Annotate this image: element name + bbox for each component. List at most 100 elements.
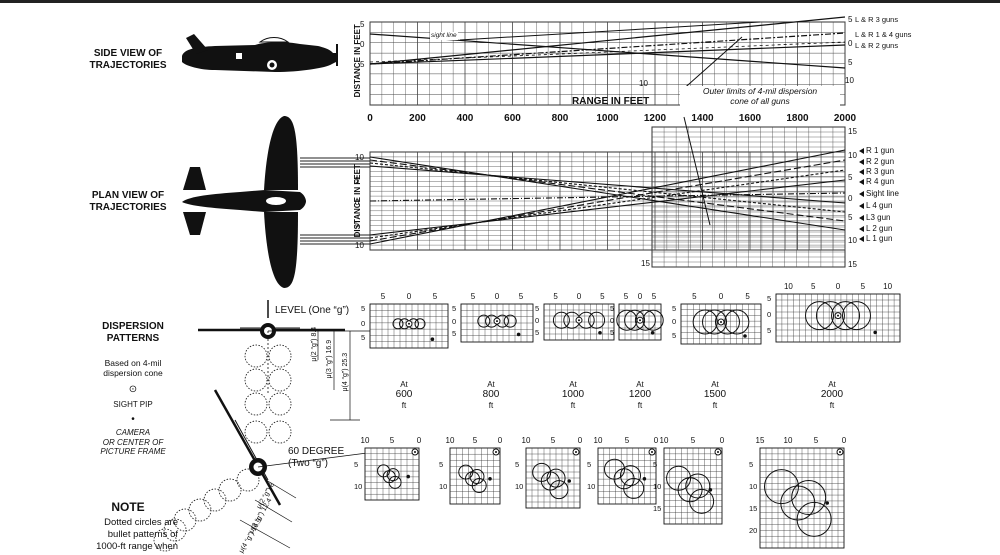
range-tick: 1400	[691, 113, 714, 124]
sixty-grid-tick: 5	[389, 436, 395, 445]
level-dotted-circle	[244, 420, 268, 444]
plan-left-tick: 10	[355, 153, 364, 162]
level-grid-1200	[616, 303, 664, 341]
note-line1: Dotted circles are	[104, 517, 178, 528]
sixty-grid-tick: 5	[624, 436, 630, 445]
sight-line	[369, 41, 846, 63]
level-grid-1000	[543, 303, 615, 341]
sixty-grid-side-tick: 10	[354, 482, 363, 491]
sixty-pattern-circle	[763, 469, 799, 505]
sixty-grid-tick: 10	[445, 436, 455, 445]
note-title: NOTE	[111, 500, 145, 514]
range-value: 1500	[703, 389, 727, 400]
aircraft-plan-view	[182, 116, 306, 288]
range-tick: 1200	[643, 113, 667, 124]
range-tick: 1000	[596, 113, 619, 124]
plan-gun-label: L3 gun	[866, 213, 891, 222]
sixty-dotted-circle	[236, 468, 260, 492]
level-grid-side-tick: 5	[535, 328, 540, 337]
level-dotted-circle	[268, 420, 292, 444]
sixty-grid-tick: 10	[659, 436, 669, 445]
level-pattern-circle	[552, 311, 570, 329]
side-extra-tick: 10	[639, 79, 648, 88]
level-pattern-circle	[815, 301, 845, 331]
level-grid-tick: 5	[692, 292, 697, 301]
level-grid-side-tick: 0	[361, 318, 366, 328]
level-grid-tick: 5	[600, 292, 605, 301]
level-grid-tick: 0	[835, 282, 841, 291]
level-grid-side-tick: 5	[452, 329, 457, 339]
level-pattern-circle	[841, 301, 871, 331]
dispersion-title: DISPERSION PATTERNS	[88, 321, 178, 344]
sixty-pattern-circle	[620, 465, 641, 487]
sixty-grid-side-tick: 5	[515, 460, 520, 469]
level-grid-tick: 5	[432, 292, 438, 301]
level-pattern-circle	[588, 311, 606, 329]
range-tick: 600	[504, 113, 521, 124]
sixty-pattern-circle	[780, 485, 816, 521]
sixty-grid-tick: 0	[497, 436, 503, 445]
aircraft-front-level	[198, 300, 375, 395]
level-grid-tick: 5	[553, 292, 558, 301]
side-view-title-line1: SIDE VIEW OF	[93, 48, 163, 59]
sixty-grid-tick: 10	[593, 436, 603, 445]
side-left-tick-2: 5	[360, 60, 365, 69]
level-grid-side-tick: 0	[767, 310, 772, 319]
plan-label-arrow	[859, 159, 864, 165]
plan-gun-label: Sight line	[866, 189, 899, 198]
range-tick: 400	[456, 113, 474, 124]
range-tick: 200	[409, 113, 426, 124]
sixty-grid-tick: 5	[813, 436, 819, 445]
dispersion-subtitle-line1: Based on 4-mil	[104, 358, 162, 368]
level-grid-side-tick: 5	[610, 304, 615, 313]
dispersion-title-line1: DISPERSION	[102, 321, 164, 332]
level-grid-tick: 5	[745, 292, 750, 301]
sixty-dispersion-grids	[364, 447, 845, 549]
plan-left-tick: 5	[355, 176, 360, 185]
sixty-grid-side-tick: 5	[354, 460, 359, 469]
level-grid-side-tick: 5	[452, 304, 457, 313]
sixty-grid-side-tick: 10	[587, 482, 596, 491]
sixty-dotted-circle	[153, 528, 177, 552]
side-right-tick-2: 5	[848, 58, 853, 67]
range-tick: 1800	[786, 113, 809, 124]
at-label: At	[636, 380, 644, 389]
plan-label-arrow	[859, 191, 864, 197]
level-pattern-circle	[477, 314, 491, 328]
plan-gun-label: L 2 gun	[866, 224, 893, 233]
level-grid-side-tick: 0	[672, 317, 677, 327]
level-grid-600	[369, 303, 449, 349]
side-left-tick-0: 5	[360, 20, 365, 29]
sixty-grid-side-tick: 15	[749, 504, 758, 513]
plan-right-tick: 5	[848, 173, 853, 182]
sixty-pattern-circle	[791, 480, 827, 516]
range-tick: 0	[367, 113, 373, 124]
ft-label: ft	[401, 401, 407, 410]
range-axis-label: RANGE IN FEET	[572, 96, 650, 107]
sixty-grid-tick: 5	[690, 436, 696, 445]
traj-lr2	[369, 44, 846, 65]
dispersion-annotation: Outer limits of 4-mil dispersion cone of…	[680, 86, 840, 107]
plan-gun-label: L 1 gun	[866, 234, 893, 243]
traj-r2	[369, 159, 846, 242]
camera-center-dot	[650, 331, 655, 335]
level-grid-tick: 5	[651, 292, 657, 301]
at-label: At	[711, 380, 719, 389]
sixty-grid-tick: 10	[360, 436, 370, 445]
traj-l1	[369, 156, 846, 231]
sixty-pattern-circle	[549, 480, 569, 500]
level-grid-tick: 5	[470, 292, 476, 301]
sixty-degree-label-line2: (Two “g”)	[288, 457, 328, 469]
note-block: NOTE Dotted circles are bullet patterns …	[78, 500, 178, 553]
level-grid-side-tick: 0	[610, 316, 615, 325]
sixty-grid-side-tick: 10	[439, 482, 448, 491]
dispersion-subtitle-line2: dispersion cone	[103, 368, 163, 379]
range-tick: 1600	[738, 113, 762, 124]
plan-bottom-tick: 15	[641, 259, 650, 268]
sixty-grid-tick: 0	[719, 436, 725, 445]
camera-center-dot	[488, 477, 492, 481]
level-grid-tick: 5	[518, 292, 524, 301]
level-grid-side-tick: 5	[361, 304, 366, 313]
plan-label-arrow	[859, 169, 864, 175]
ft-label: ft	[637, 401, 643, 410]
